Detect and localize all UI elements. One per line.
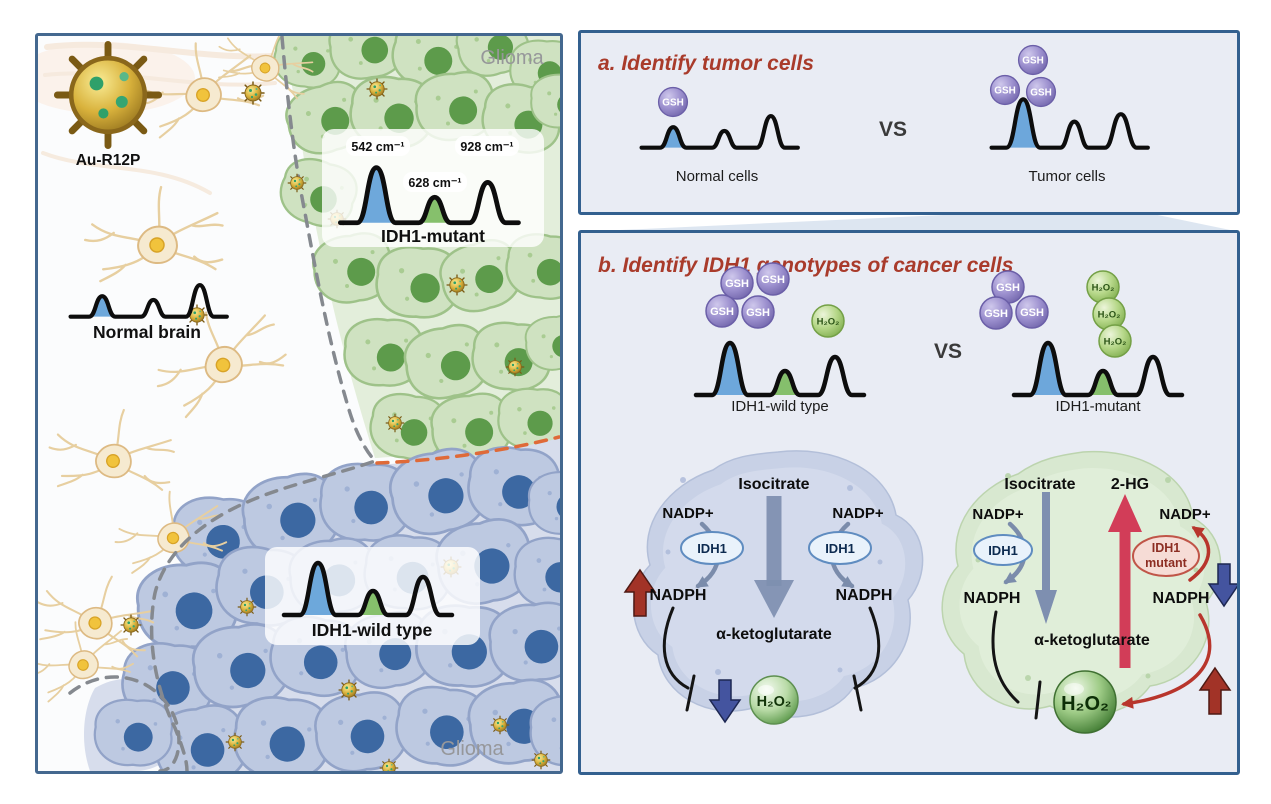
idh1-enzyme-mutantcell <box>973 534 1033 566</box>
glioma-top-label: Glioma <box>480 47 544 69</box>
mutant-isocitrate-label: Isocitrate <box>1004 476 1075 493</box>
wild-inhibition-left <box>662 606 690 690</box>
idh1-mutant-enzyme-line2: mutant <box>1145 556 1188 570</box>
h2o2-up-arrow-icon <box>1198 666 1232 715</box>
wild-main-down-arrowhead <box>754 580 794 618</box>
zoom-funnel-shape <box>578 213 1240 232</box>
brain-illustration-panel: Au-R12P Normal brain 542 cm⁻¹ 928 cm⁻¹ 6… <box>35 33 563 774</box>
mutant-nadp-left-label: NADP+ <box>972 506 1024 523</box>
peak-628-label: 628 cm⁻¹ <box>408 176 461 190</box>
wild-h2o2-sphere-highlight <box>758 685 774 695</box>
idh1-mutant-enzyme <box>1132 535 1200 577</box>
mutant-red-up-arrowhead <box>1108 494 1142 532</box>
vs-label-b: VS <box>934 340 962 363</box>
mutant-h2o2-label: H₂O₂ <box>1061 693 1109 715</box>
wild-type-spectrum-group: IDH1-wild type <box>696 262 864 415</box>
wild-type-spectrum-label: IDH1-wild type <box>731 398 829 415</box>
panel-a-title: a. Identify tumor cells <box>598 52 814 75</box>
mutant-nadp-right-label: NADP+ <box>1159 506 1211 523</box>
peak-928-label: 928 cm⁻¹ <box>460 140 513 154</box>
wild-isocitrate-label: Isocitrate <box>738 476 809 493</box>
mutant-h2o2-sphere-highlight <box>1064 683 1084 695</box>
mutant-nadph-right-label: NADPH <box>1153 590 1210 607</box>
mutant-inhibition-left <box>991 610 1020 704</box>
identify-tumor-cells-panel: a. Identify tumor cells Normal cells VS … <box>578 30 1240 215</box>
mutant-pathway-cell: Isocitrate 2-HG NADP+ NADP+ IDH1 IDH1 mu… <box>941 450 1237 734</box>
idh1-mutant-enzyme-line1: IDH1 <box>1152 541 1181 555</box>
wild-inhibition-right <box>853 606 881 690</box>
mutant-cell-texture <box>975 473 1199 681</box>
mutant-spectrum-group: IDH1-mutant <box>979 270 1182 415</box>
gray-boundary-dashed-line <box>149 36 379 771</box>
mutant-blue-down-arrowhead <box>1035 590 1057 624</box>
wild-akg-label: α-ketoglutarate <box>716 626 832 643</box>
idh1-wild-spectrum-card: IDH1-wild type <box>265 547 480 645</box>
glioma-bottom-label: Glioma <box>440 738 504 760</box>
zoom-funnel <box>578 213 1240 232</box>
gold-nanoparticle-hero <box>57 44 158 145</box>
idh1-mutant-label: IDH1-mutant <box>381 226 485 246</box>
wild-h2o2-label: H₂O₂ <box>757 694 792 710</box>
panel-b-title: b. Identify IDH1 genotypes of cancer cel… <box>598 254 1013 277</box>
idh1-enzyme-left-label: IDH1 <box>697 541 727 556</box>
wild-inhibition-right-bar <box>852 674 863 712</box>
idh1-mutant-spectrum-card: 542 cm⁻¹ 928 cm⁻¹ 628 cm⁻¹ IDH1-mutant <box>322 129 544 247</box>
tumor-cells-label: Tumor cells <box>1029 168 1106 185</box>
idh1-enzyme-left <box>680 531 744 565</box>
normal-cells-label: Normal cells <box>676 168 759 185</box>
mutant-akg-label: α-ketoglutarate <box>1034 632 1150 649</box>
nadph-down-arrow-icon <box>1207 563 1237 608</box>
idh1-enzyme-mutantcell-label: IDH1 <box>988 543 1018 558</box>
mutant-nadph-left-label: NADPH <box>964 590 1021 607</box>
tumor-cells-spectrum-group: Tumor cells <box>991 44 1148 185</box>
idh1-wild-label: IDH1-wild type <box>312 620 433 640</box>
normal-cells-spectrum-group: Normal cells <box>642 86 798 185</box>
orange-boundary-dashed-line <box>375 435 560 465</box>
gray-boundary-lobe-dashed-line <box>68 675 181 771</box>
normal-brain-label: Normal brain <box>93 322 201 342</box>
wild-cell-texture <box>665 477 883 675</box>
mutant-2hg-label: 2-HG <box>1111 476 1149 493</box>
wild-inhibition-left-bar <box>685 674 696 712</box>
wild-nadp-right-label: NADP+ <box>832 505 884 522</box>
idh1-enzyme-right <box>808 531 872 565</box>
mutant-spectrum-label: IDH1-mutant <box>1055 398 1141 415</box>
vs-label-a: VS <box>879 118 907 141</box>
h2o2-down-arrow-icon <box>708 679 742 724</box>
mutant-cell-inner <box>959 468 1205 701</box>
panel-a-graphic: a. Identify tumor cells Normal cells VS … <box>598 44 1237 185</box>
nadph-up-arrow-icon <box>623 568 657 617</box>
mutant-nadph-to-h2o2-arrow <box>1121 613 1212 709</box>
mutant-nadph-to-nadp-arrow <box>1188 526 1211 582</box>
identify-idh1-genotypes-panel: b. Identify IDH1 genotypes of cancer cel… <box>578 230 1240 775</box>
idh1-enzyme-right-label: IDH1 <box>825 541 855 556</box>
nanoparticle-label: Au-R12P <box>76 152 141 169</box>
wild-nadp-left-label: NADP+ <box>662 505 714 522</box>
wild-nadph-left-label: NADPH <box>650 587 707 604</box>
mutant-inhibition-left-bar <box>1034 680 1042 720</box>
brain-illustration: Au-R12P Normal brain 542 cm⁻¹ 928 cm⁻¹ 6… <box>38 36 560 771</box>
peak-542-label: 542 cm⁻¹ <box>351 140 404 154</box>
wild-nadph-right-label: NADPH <box>836 587 893 604</box>
wild-type-pathway-cell: Isocitrate NADP+ NADP+ IDH1 IDH1 NADPH N… <box>623 450 924 725</box>
panel-b-graphic: b. Identify IDH1 genotypes of cancer cel… <box>598 254 1237 734</box>
